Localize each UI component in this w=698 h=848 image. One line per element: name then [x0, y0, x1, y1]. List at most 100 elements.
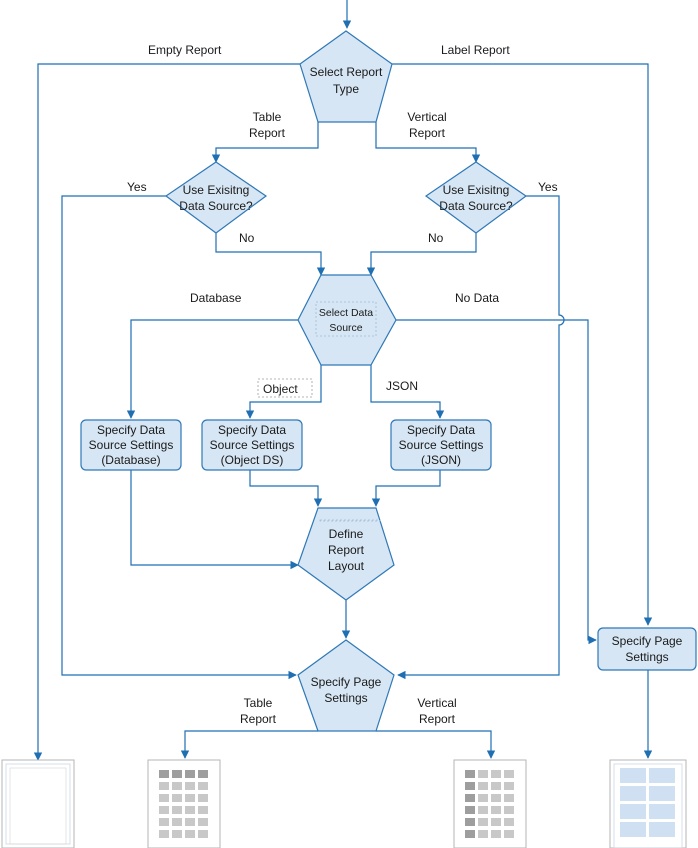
node-settings-json-line1: Specify Data	[407, 423, 475, 437]
thumbnail-cell	[465, 782, 475, 790]
thumbnail-cell	[491, 782, 501, 790]
label-table-report-bottom-2: Report	[240, 712, 277, 726]
node-settings-database-line1: Specify Data	[97, 423, 165, 437]
thumbnail-cell	[465, 818, 475, 826]
node-select-data-source-line2: Source	[329, 322, 362, 334]
label-table-report-top-1: Table	[253, 110, 282, 124]
label-no-data: No Data	[455, 291, 499, 305]
label-object: Object	[263, 382, 298, 396]
label-yes-left: Yes	[127, 180, 147, 194]
label-no-left: No	[239, 231, 255, 245]
connector-json	[370, 365, 445, 419]
connector-json-to-layout	[371, 470, 441, 507]
node-page-settings-main-line2: Settings	[324, 691, 367, 705]
thumbnail-cell	[198, 782, 208, 790]
connector-no-right	[366, 230, 477, 276]
thumbnail-cell	[159, 806, 169, 814]
node-define-layout-line3: Layout	[328, 559, 365, 573]
thumbnail-cell	[172, 830, 182, 838]
empty-report-icon	[1, 759, 75, 848]
thumbnail-cell	[649, 822, 675, 837]
thumbnail-cell	[649, 786, 675, 801]
thumbnail-cell	[478, 806, 488, 814]
node-select-report-type: Select Report Type	[299, 30, 393, 123]
label-vertical-report-top-2: Report	[409, 126, 446, 140]
thumbnail-cell	[198, 818, 208, 826]
label-json: JSON	[386, 379, 418, 393]
node-select-data-source-line1: Select Data	[319, 307, 373, 319]
thumbnail-cell	[185, 818, 195, 826]
thumbnail-cell	[185, 830, 195, 838]
node-settings-json-line3: (JSON)	[421, 453, 461, 467]
node-page-settings-main-line1: Specify Page	[311, 675, 382, 689]
thumbnail-cell	[620, 768, 646, 783]
node-define-layout-line1: Define	[329, 527, 364, 541]
thumbnail-cell	[478, 818, 488, 826]
thumbnail-cell	[504, 806, 514, 814]
thumbnail-cell	[159, 782, 169, 790]
connector-no-data	[396, 319, 597, 645]
node-settings-database: Specify Data Source Settings (Database)	[80, 419, 182, 471]
thumbnail-cell	[465, 770, 475, 778]
connector-yes-left	[61, 195, 297, 680]
thumbnail-cell	[198, 830, 208, 838]
thumbnail-cell	[465, 806, 475, 814]
thumbnail-cell	[491, 818, 501, 826]
connector-empty-report	[33, 63, 300, 761]
label-vertical-report-top-1: Vertical	[407, 110, 446, 124]
node-select-data-source: Select Data Source	[297, 274, 397, 366]
connector-table-report	[211, 122, 319, 163]
connectors	[33, 0, 653, 761]
thumbnail-cell	[620, 786, 646, 801]
connector-label-report	[392, 63, 653, 626]
thumbnail-cell	[491, 830, 501, 838]
thumbnail-cell	[504, 770, 514, 778]
thumbnail-cell	[478, 830, 488, 838]
node-settings-object-line3: (Object DS)	[221, 453, 284, 467]
node-page-settings-main: Specify Page Settings	[297, 639, 395, 732]
node-settings-database-line3: (Database)	[101, 453, 160, 467]
label-table-report-bottom-1: Table	[244, 696, 273, 710]
label-no-right: No	[428, 231, 444, 245]
label-database: Database	[190, 291, 242, 305]
thumbnail-cell	[185, 770, 195, 778]
node-settings-json: Specify Data Source Settings (JSON)	[390, 419, 492, 471]
connector-database	[126, 319, 298, 419]
connector-vertical-report	[375, 122, 481, 163]
thumbnail-cell	[172, 818, 182, 826]
label-report-icon	[609, 759, 687, 848]
node-use-existing-left-line1: Use Exisitng	[183, 183, 250, 197]
node-define-layout: Define Report Layout	[297, 507, 395, 601]
thumbnail-cell	[504, 794, 514, 802]
node-use-existing-right: Use Exisitng Data Source?	[424, 161, 528, 234]
connector-object	[245, 365, 322, 419]
thumbnail-cell	[172, 806, 182, 814]
label-table-report-top-2: Report	[249, 126, 286, 140]
label-vertical-report-bottom-2: Report	[419, 712, 456, 726]
thumbnail-cell	[504, 818, 514, 826]
thumbnail-cell	[159, 770, 169, 778]
thumbnail-cell	[649, 768, 675, 783]
node-define-layout-line2: Report	[328, 543, 365, 557]
thumbnail-cell	[465, 830, 475, 838]
thumbnail-cell	[465, 794, 475, 802]
node-settings-object-line1: Specify Data	[218, 423, 286, 437]
thumbnail-cell	[620, 822, 646, 837]
table-report-icon	[147, 759, 221, 848]
thumbnail-cell	[198, 794, 208, 802]
node-use-existing-left: Use Exisitng Data Source?	[164, 161, 268, 234]
label-empty-report: Empty Report	[148, 43, 222, 57]
node-page-settings-label: Specify Page Settings	[597, 627, 697, 671]
node-use-existing-left-line2: Data Source?	[179, 199, 253, 213]
node-use-existing-right-line2: Data Source?	[439, 199, 513, 213]
thumbnail-cell	[478, 782, 488, 790]
connector-page-to-vertical	[376, 730, 496, 759]
node-use-existing-right-line1: Use Exisitng	[443, 183, 510, 197]
node-settings-object-line2: Source Settings	[210, 438, 295, 452]
thumbnail-cell	[504, 782, 514, 790]
thumbnail-cell	[478, 770, 488, 778]
thumbnail-cell	[649, 804, 675, 819]
vertical-report-icon	[453, 759, 527, 848]
thumbnail-cell	[185, 806, 195, 814]
